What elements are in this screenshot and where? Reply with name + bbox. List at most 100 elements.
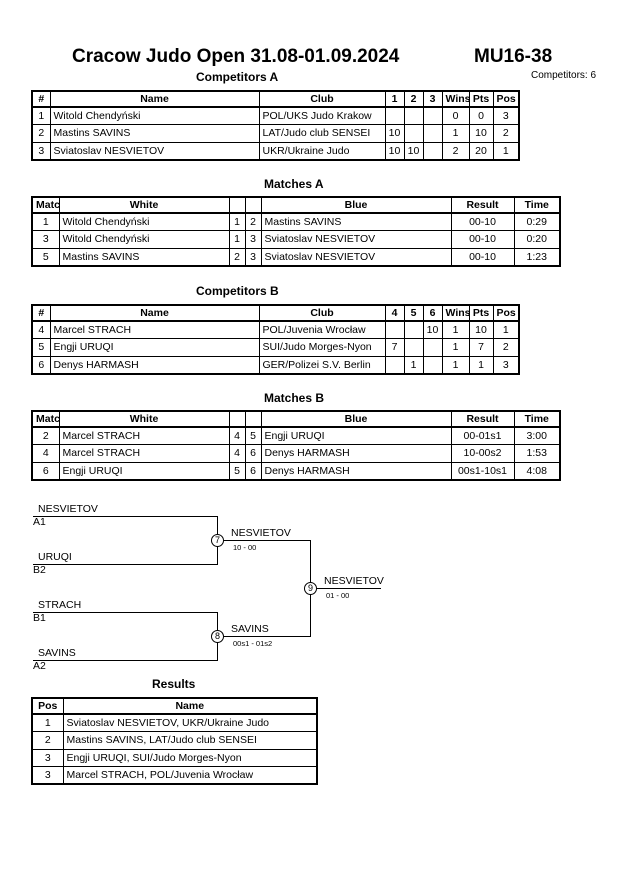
column-header: Result: [450, 196, 515, 214]
cell-club: POL/Juvenia Wrocław: [258, 320, 386, 339]
table-row: 5 Mastins SAVINS 2 3 Sviatoslav NESVIETO…: [31, 247, 561, 266]
cell-position: 2: [31, 731, 64, 750]
cell-time: 3:00: [513, 426, 561, 445]
table-row: 6 Denys HARMASH GER/Polizei S.V. Berlin …: [31, 355, 520, 374]
table-row: 4 Marcel STRACH POL/Juvenia Wrocław 10 1…: [31, 320, 520, 339]
bracket-semi2-bottom-name: SAVINS: [38, 647, 76, 659]
cell-white: Mastins SAVINS: [58, 247, 230, 266]
bracket-semi2-top-name: STRACH: [38, 599, 82, 611]
competitors-count: Competitors: 6: [531, 70, 597, 81]
matches-b-title: Matches B: [264, 391, 325, 405]
cell-name: Marcel STRACH, POL/Juvenia Wrocław: [62, 766, 318, 785]
column-header: Time: [513, 410, 561, 428]
table-row: 5 Engji URUQI SUI/Judo Morges-Nyon 7 1 7…: [31, 338, 520, 357]
cell-result: 00-10: [450, 212, 515, 231]
cell-club: GER/Polizei S.V. Berlin: [258, 355, 386, 374]
bracket-semi2-winner: SAVINS: [231, 623, 269, 635]
cell-position: 1: [492, 141, 520, 160]
bracket-semi1-winner: NESVIETOV: [231, 527, 291, 539]
bracket-final-match-number: 9: [304, 582, 317, 595]
column-header: Name: [49, 304, 260, 322]
table-header: Match White Blue Result Time: [31, 410, 561, 428]
column-header: Pts: [468, 304, 494, 322]
bracket-semi1-bottom-seed: B2: [33, 564, 46, 576]
bracket-semi1-top-seed: A1: [33, 516, 46, 528]
results-table: Pos Name 1 Sviatoslav NESVIETOV, UKR/Ukr…: [31, 697, 318, 785]
column-header: Match: [31, 410, 60, 428]
table-row: 3 Engji URUQI, SUI/Judo Morges-Nyon: [31, 748, 318, 767]
cell-name: Denys HARMASH: [49, 355, 260, 374]
results-title: Results: [152, 677, 196, 691]
bracket-semi1-match-number: 7: [211, 534, 224, 547]
bracket-final-score: 01 - 00: [326, 591, 350, 600]
category-label: MU16-38: [474, 46, 553, 67]
bracket-semi1-score: 10 - 00: [233, 543, 257, 552]
cell-name: Sviatoslav NESVIETOV, UKR/Ukraine Judo: [62, 713, 318, 732]
bracket-semi2-score: 00s1 - 01s2: [233, 639, 273, 648]
cell-position: 3: [31, 748, 64, 767]
table-header: # Name Club 4 5 6 Wins Pts Pos: [31, 304, 520, 322]
cell-white: Marcel STRACH: [58, 426, 230, 445]
cell-result: 00s1-10s1: [450, 461, 515, 480]
cell-name: Mastins SAVINS, LAT/Judo club SENSEI: [62, 731, 318, 750]
column-header: Time: [513, 196, 561, 214]
bracket-semi1-top-name: NESVIETOV: [38, 503, 98, 515]
column-header: Pos: [492, 90, 520, 108]
competitors-a-table: # Name Club 1 2 3 Wins Pts Pos 1 Witold …: [31, 90, 520, 161]
column-header: Club: [258, 304, 386, 322]
cell-name: Marcel STRACH: [49, 320, 260, 339]
column-header: Wins: [441, 90, 470, 108]
cell-white: Engji URUQI: [58, 461, 230, 480]
table-row: 3 Marcel STRACH, POL/Juvenia Wrocław: [31, 766, 318, 785]
table-row: 3 Sviatoslav NESVIETOV UKR/Ukraine Judo …: [31, 141, 520, 160]
column-header: Pos: [492, 304, 520, 322]
column-header: Blue: [260, 196, 452, 214]
cell-blue: Sviatoslav NESVIETOV: [260, 247, 452, 266]
cell-name: Sviatoslav NESVIETOV: [49, 141, 260, 160]
competitors-b-title: Competitors B: [196, 284, 279, 298]
bracket-semi2-match-number: 8: [211, 630, 224, 643]
table-row: 6 Engji URUQI 5 6 Denys HARMASH 00s1-10s…: [31, 461, 561, 480]
bracket-final-winner: NESVIETOV: [324, 575, 384, 587]
table-row: 2 Marcel STRACH 4 5 Engji URUQI 00-01s1 …: [31, 426, 561, 445]
cell-result: 00-10: [450, 247, 515, 266]
cell-position: 3: [492, 355, 520, 374]
column-header: #: [31, 90, 51, 108]
table-row: 1 Witold Chendyński 1 2 Mastins SAVINS 0…: [31, 212, 561, 231]
competitors-b-table: # Name Club 4 5 6 Wins Pts Pos 4 Marcel …: [31, 304, 520, 375]
cell-score: 1: [403, 355, 424, 374]
column-header: White: [58, 196, 230, 214]
column-header: Pts: [468, 90, 494, 108]
matches-b-table: Match White Blue Result Time 2 Marcel ST…: [31, 410, 561, 481]
cell-blue: Denys HARMASH: [260, 461, 452, 480]
tournament-title: Cracow Judo Open 31.08-01.09.2024: [72, 46, 400, 67]
table-row: 1 Sviatoslav NESVIETOV, UKR/Ukraine Judo: [31, 713, 318, 732]
table-header: # Name Club 1 2 3 Wins Pts Pos: [31, 90, 520, 108]
bracket-line: [317, 588, 381, 589]
cell-time: 1:23: [513, 247, 561, 266]
cell-name: Engji URUQI, SUI/Judo Morges-Nyon: [62, 748, 318, 767]
column-header: White: [58, 410, 230, 428]
matches-a-table: Match White Blue Result Time 1 Witold Ch…: [31, 196, 561, 267]
bracket-line: [224, 636, 311, 637]
bracket-line: [33, 612, 218, 613]
competitors-a-title: Competitors A: [196, 70, 279, 84]
bracket-line: [33, 660, 218, 661]
column-header: 1: [384, 90, 405, 108]
cell-position: 1: [31, 713, 64, 732]
table-header: Match White Blue Result Time: [31, 196, 561, 214]
column-header: Match: [31, 196, 60, 214]
column-header: 4: [384, 304, 405, 322]
bracket-line: [33, 516, 218, 517]
cell-position: 3: [31, 766, 64, 785]
table-row: 1 Witold Chendyński POL/UKS Judo Krakow …: [31, 106, 520, 125]
cell-club: UKR/Ukraine Judo: [258, 141, 386, 160]
bracket-semi2-bottom-seed: A2: [33, 660, 46, 672]
column-header: Club: [258, 90, 386, 108]
bracket-line: [224, 540, 311, 541]
table-row: 2 Mastins SAVINS, LAT/Judo club SENSEI: [31, 731, 318, 750]
bracket-semi2-top-seed: B1: [33, 612, 46, 624]
cell-time: 0:29: [513, 212, 561, 231]
table-header: Pos Name: [31, 697, 318, 715]
